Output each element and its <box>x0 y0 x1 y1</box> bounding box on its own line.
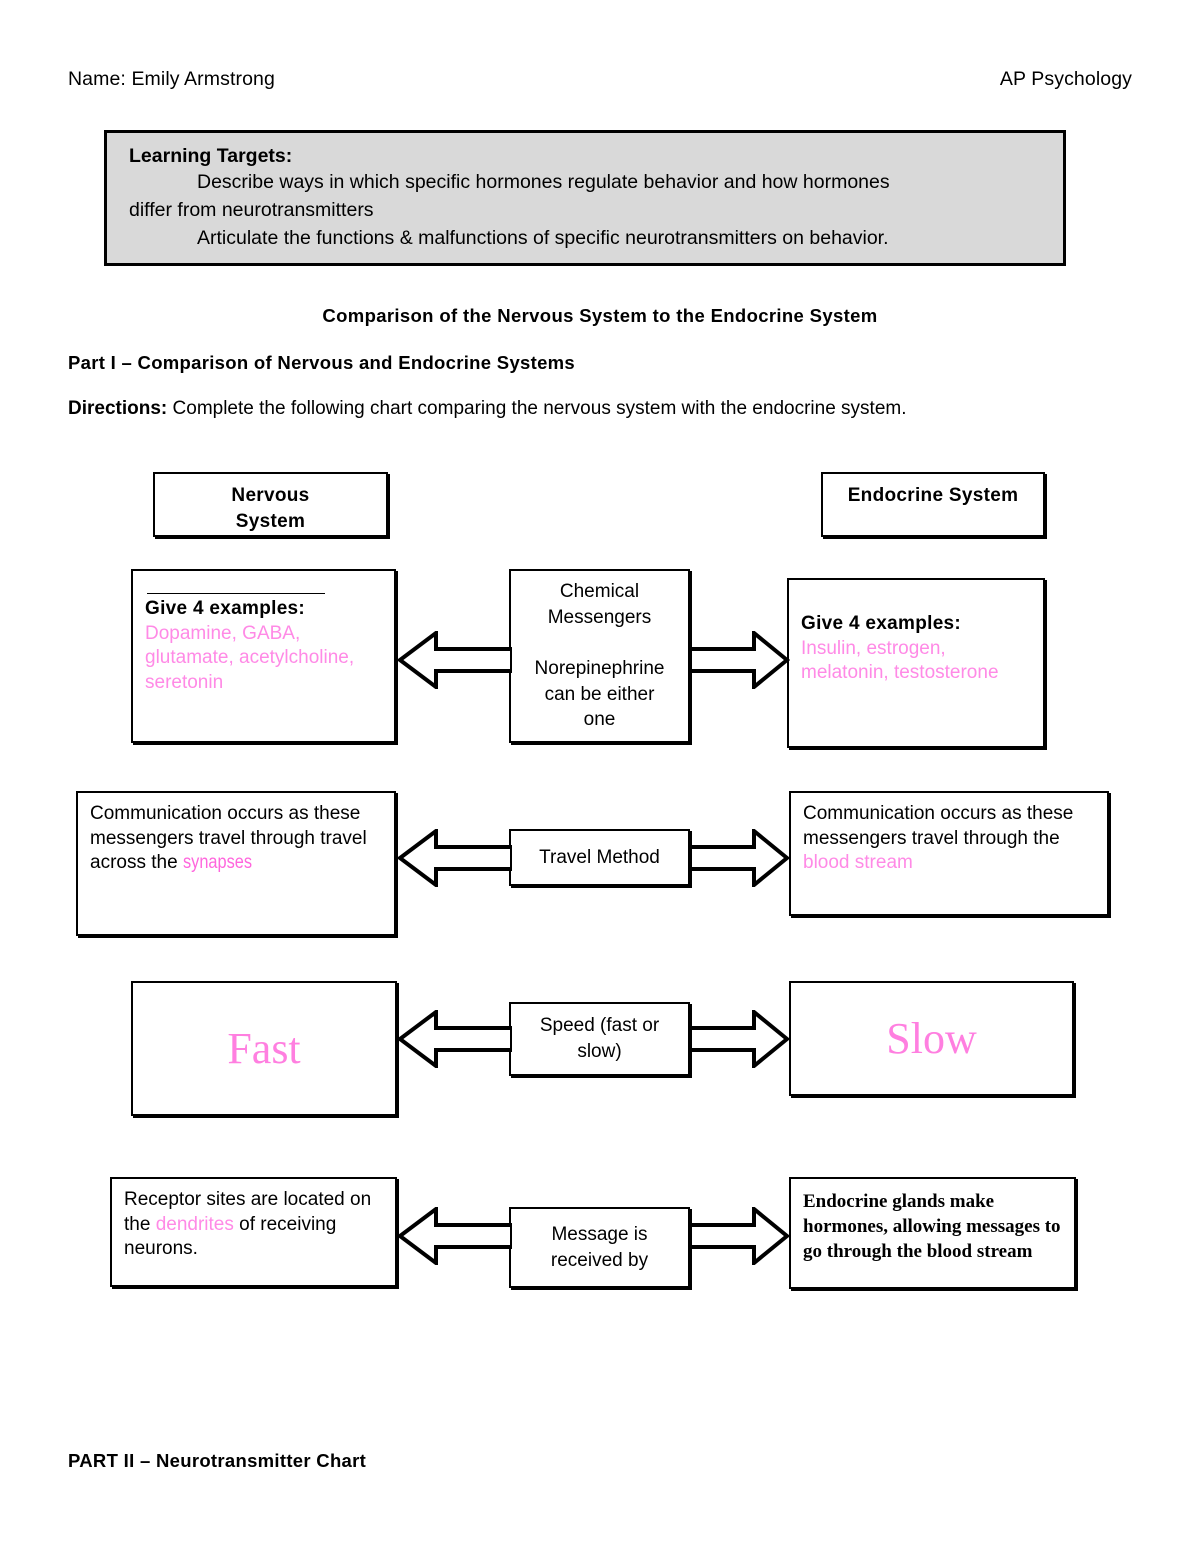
nervous-system-header-label: Nervous System <box>231 485 310 532</box>
learning-target-1a: Describe ways in which specific hormones… <box>197 171 890 194</box>
endocrine-system-header-label: Endocrine System <box>847 485 1019 506</box>
learning-target-2: Articulate the functions & malfunctions … <box>197 226 889 249</box>
part-2-heading: PART II – Neurotransmitter Chart <box>68 1450 367 1471</box>
directions-line: Directions: Complete the following chart… <box>68 398 907 420</box>
row3-right-arrow <box>690 1010 790 1068</box>
row1-left-box: Give 4 examples: Dopamine, GABA, glutama… <box>131 569 396 743</box>
row1-center-box: Chemical Messengers Norepinephrine can b… <box>509 569 690 743</box>
row4-left-box: Receptor sites are located on the dendri… <box>110 1177 397 1287</box>
row1-left-blank-line <box>147 582 325 594</box>
row4-right-box: Endocrine glands make hormones, allowing… <box>789 1177 1076 1289</box>
row2-left-prompt: Communication occurs as these messengers… <box>90 803 367 874</box>
row2-left-box: Communication occurs as these messengers… <box>76 791 396 936</box>
row2-right-prompt: Communication occurs as these messengers… <box>803 803 1074 849</box>
row2-right-box: Communication occurs as these messengers… <box>789 791 1109 916</box>
row4-left-prompt-a: Receptor sites are located on the <box>124 1189 372 1235</box>
nervous-system-header-box: Nervous System <box>153 472 388 537</box>
row4-right-answer: Endocrine glands make hormones, allowing… <box>803 1191 1061 1263</box>
row3-center-label: Speed (fast or slow) <box>539 1015 660 1062</box>
page-title: Comparison of the Nervous System to the … <box>322 305 878 326</box>
row4-center-label: Message is received by <box>550 1223 649 1271</box>
row4-center-box: Message is received by <box>509 1207 690 1288</box>
student-name: Name: Emily Armstrong <box>68 68 275 90</box>
row3-right-box: Slow <box>789 981 1074 1096</box>
directions-text: Complete the following chart comparing t… <box>172 398 907 419</box>
row2-right-arrow <box>690 829 790 887</box>
row2-center-box: Travel Method <box>509 829 690 886</box>
row2-center-label: Travel Method <box>539 846 660 868</box>
row4-left-answer: dendrites <box>155 1213 234 1235</box>
endocrine-system-header-box: Endocrine System <box>821 472 1045 537</box>
row1-left-arrow <box>396 631 512 689</box>
row1-right-label: Give 4 examples: <box>801 613 962 634</box>
row1-left-label: Give 4 examples: <box>145 598 306 619</box>
learning-targets-box: Learning Targets: Describe ways in which… <box>104 130 1066 266</box>
course-name: AP Psychology <box>999 68 1132 90</box>
directions-label: Directions: <box>68 398 168 419</box>
row2-left-answer: synapses <box>182 852 252 874</box>
row3-right-answer: Slow <box>886 1013 977 1063</box>
row4-left-arrow <box>396 1207 512 1265</box>
row1-right-arrow <box>690 631 790 689</box>
row3-left-answer: Fast <box>227 1023 301 1073</box>
row1-right-box: Give 4 examples: Insulin, estrogen, mela… <box>787 578 1045 748</box>
learning-targets-title: Learning Targets: <box>129 145 293 167</box>
part-1-heading: Part I – Comparison of Nervous and Endoc… <box>68 352 576 373</box>
row3-center-box: Speed (fast or slow) <box>509 1002 690 1076</box>
row3-left-box: Fast <box>131 981 397 1116</box>
page-header: Name: Emily Armstrong AP Psychology <box>68 68 1132 91</box>
learning-target-1b: differ from neurotransmitters <box>129 199 374 221</box>
row1-left-answer: Dopamine, GABA, glutamate, acetylcholine… <box>145 622 355 694</box>
row3-left-arrow <box>396 1010 512 1068</box>
row1-right-answer: Insulin, estrogen, melatonin, testostero… <box>801 637 999 684</box>
row2-left-arrow <box>396 829 512 887</box>
row2-right-answer: blood stream <box>803 852 913 874</box>
row4-right-arrow <box>690 1207 790 1265</box>
row4-left-prompt-b: of receiving neurons. <box>124 1213 337 1260</box>
row1-center-label: Chemical Messengers Norepinephrine can b… <box>534 581 665 731</box>
